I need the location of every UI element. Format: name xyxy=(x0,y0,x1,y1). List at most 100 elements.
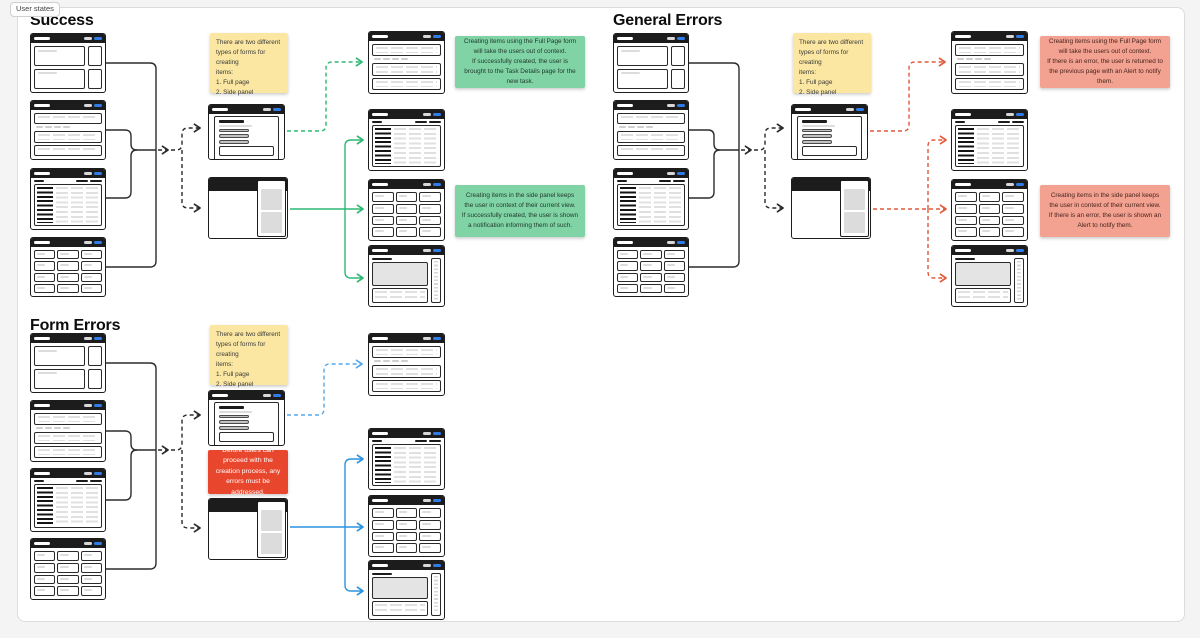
wireframe-dashboard[interactable] xyxy=(30,33,106,93)
section-title-form-errors[interactable]: Form Errors xyxy=(30,317,121,334)
card xyxy=(1002,215,1024,226)
wireframe-card-grid[interactable] xyxy=(613,237,689,297)
card-grid-body xyxy=(31,247,105,296)
primary-button-placeholder xyxy=(94,240,102,245)
wireframe-table-view[interactable] xyxy=(368,333,445,396)
form-textarea-placeholder xyxy=(219,145,274,156)
card xyxy=(57,283,79,293)
form-subtitle-placeholder xyxy=(219,410,252,413)
wireframe-table-view[interactable] xyxy=(613,100,689,160)
form-input-placeholder xyxy=(219,426,250,430)
wireframe-dashboard[interactable] xyxy=(613,33,689,93)
window-titlebar xyxy=(209,391,284,400)
wireframe-table-view[interactable] xyxy=(30,100,106,160)
card xyxy=(955,203,977,214)
card xyxy=(419,203,441,214)
wireframe-card-grid[interactable] xyxy=(368,495,445,557)
window-titlebar xyxy=(792,105,867,114)
panel-field-block xyxy=(260,509,282,531)
primary-button-placeholder xyxy=(677,36,685,41)
toolbar-control-placeholder xyxy=(90,180,102,182)
window-titlebar xyxy=(31,101,105,110)
sticky-note-error-fullpage[interactable]: Creating items using the Full Page form … xyxy=(1040,36,1170,88)
logo-placeholder xyxy=(34,172,50,175)
details-table-placeholder xyxy=(955,288,1012,303)
wireframe-list-view[interactable] xyxy=(30,168,106,230)
table-rows-block xyxy=(34,446,102,458)
logo-placeholder xyxy=(795,108,811,111)
logo-placeholder xyxy=(372,337,388,340)
logo-placeholder xyxy=(372,432,388,435)
card-grid-body xyxy=(614,247,688,296)
wireframe-fullpage-form[interactable] xyxy=(208,104,285,160)
logo-placeholder xyxy=(34,404,50,407)
wireframe-card-grid[interactable] xyxy=(30,237,106,297)
wireframe-card-grid[interactable] xyxy=(30,538,106,600)
window-titlebar xyxy=(614,238,688,247)
sticky-note-success-sidepanel[interactable]: Creating items in the side panel keeps t… xyxy=(455,185,585,237)
dense-row-values xyxy=(977,128,1021,164)
sticky-note-form-types[interactable]: There are two different types of forms f… xyxy=(793,33,871,96)
sticky-note-success-fullpage[interactable]: Creating items using the Full Page form … xyxy=(455,36,585,88)
card xyxy=(57,261,79,271)
wireframe-list-view[interactable] xyxy=(30,468,106,532)
card xyxy=(57,562,79,573)
list-container xyxy=(34,184,102,226)
list-toolbar xyxy=(31,178,105,184)
toolbar-control-placeholder xyxy=(1012,121,1024,123)
table-body xyxy=(614,110,688,159)
wireframe-list-view[interactable] xyxy=(951,109,1028,171)
card xyxy=(372,531,394,542)
primary-button-placeholder xyxy=(433,248,441,253)
wireframe-table-view[interactable] xyxy=(951,31,1028,94)
card xyxy=(372,192,394,202)
window-titlebar xyxy=(31,169,105,178)
card xyxy=(372,203,394,214)
wireframe-dashboard[interactable] xyxy=(30,333,106,393)
content-card xyxy=(34,68,86,89)
section-title-general-errors[interactable]: General Errors xyxy=(613,12,723,29)
logo-placeholder xyxy=(34,104,50,107)
card xyxy=(372,543,394,553)
wireframe-fullpage-form[interactable] xyxy=(791,104,868,160)
details-title-placeholder xyxy=(372,258,392,260)
form-input-placeholder xyxy=(802,140,833,144)
dashboard-side-column xyxy=(87,346,102,389)
card xyxy=(395,203,418,214)
sticky-note-error-sidepanel[interactable]: Creating items in the side panel keeps t… xyxy=(1040,185,1170,237)
table-body xyxy=(369,41,444,93)
list-toolbar xyxy=(614,178,688,184)
wireframe-list-view[interactable] xyxy=(613,168,689,230)
details-table-placeholder xyxy=(372,288,429,303)
wireframe-card-grid[interactable] xyxy=(951,179,1028,241)
card xyxy=(57,272,79,282)
card xyxy=(395,508,418,518)
wireframe-sidepanel-form[interactable] xyxy=(791,177,871,239)
section-tag[interactable]: User states xyxy=(10,2,60,17)
form-input-placeholder xyxy=(802,128,833,133)
sticky-note-form-types[interactable]: There are two different types of forms f… xyxy=(210,33,288,96)
sticky-note-form-types[interactable]: There are two different types of forms f… xyxy=(210,325,288,388)
dashboard-body xyxy=(614,43,688,92)
wireframe-fullpage-form[interactable] xyxy=(208,390,285,446)
wireframe-table-view[interactable] xyxy=(368,31,445,94)
activity-feed-placeholder xyxy=(430,573,441,616)
wireframe-task-details[interactable] xyxy=(368,560,445,620)
wireframe-list-view[interactable] xyxy=(368,109,445,171)
wireframe-sidepanel-form[interactable] xyxy=(208,177,288,239)
card-grid-body xyxy=(31,548,105,599)
card xyxy=(395,227,418,237)
primary-button-placeholder xyxy=(94,471,102,476)
wireframe-task-details[interactable] xyxy=(951,245,1028,307)
toolbar-control-placeholder xyxy=(998,121,1010,123)
sticky-note-error-blocker[interactable]: Before users can proceed with the creati… xyxy=(208,447,288,496)
wireframe-task-details[interactable] xyxy=(368,245,445,307)
wireframe-sidepanel-form[interactable] xyxy=(208,498,288,560)
media-placeholder xyxy=(372,577,429,599)
dense-row-values xyxy=(639,187,682,223)
logo-placeholder xyxy=(955,113,971,116)
wireframe-table-view[interactable] xyxy=(30,400,106,462)
wireframe-card-grid[interactable] xyxy=(368,179,445,241)
form-input-placeholder xyxy=(219,128,250,133)
wireframe-list-view[interactable] xyxy=(368,428,445,490)
